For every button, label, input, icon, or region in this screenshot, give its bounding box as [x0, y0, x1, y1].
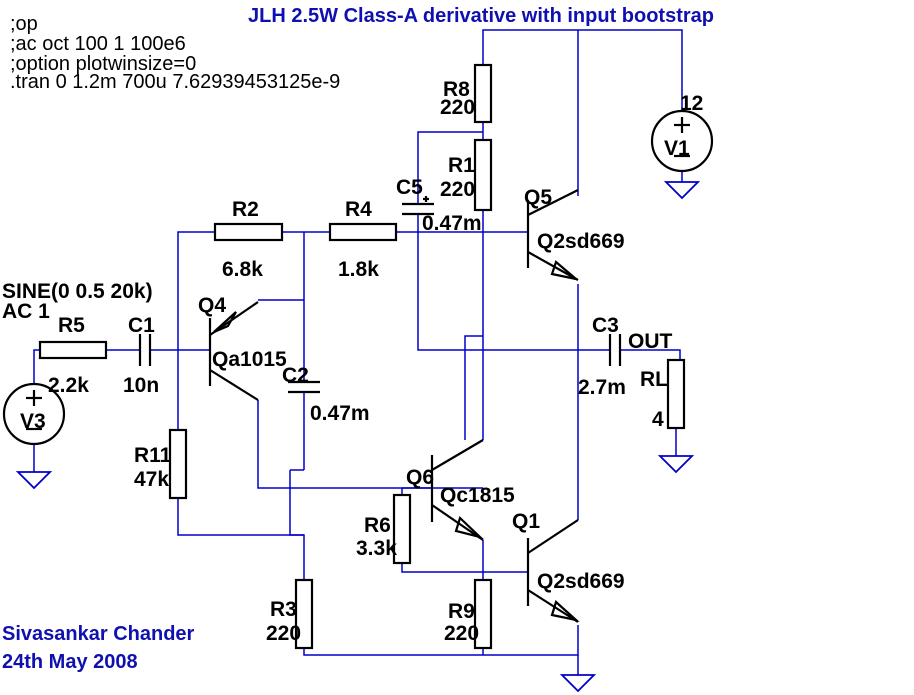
- label-q6-value: Qc1815: [440, 484, 515, 507]
- label-rl-name: RL: [640, 368, 668, 391]
- label-v3-value: SINE(0 0.5 20k): [2, 280, 153, 303]
- transistor-q5: [526, 189, 579, 281]
- label-r1-name: R1: [448, 154, 475, 177]
- spice-directives: ;op ;ac oct 100 1 100e6 ;option plotwins…: [10, 13, 340, 93]
- label-q4-name: Q4: [198, 294, 226, 317]
- directive-tran: .tran 0 1.2m 700u 7.62939453125e-9: [10, 71, 340, 93]
- transistor-q1: [526, 519, 580, 623]
- label-c2-value: 0.47m: [310, 402, 370, 425]
- label-v3-ac: AC 1: [2, 300, 50, 323]
- wire-q6-collector: [464, 335, 483, 440]
- directive-ac: ;ac oct 100 1 100e6: [10, 33, 186, 55]
- label-v3-name: V3: [20, 410, 46, 433]
- ground-icon-v1: [663, 181, 701, 200]
- resistor-r3: [294, 578, 314, 650]
- label-q1-name: Q1: [512, 510, 540, 533]
- label-r8-value: 220: [440, 96, 475, 119]
- label-r1-value: 220: [440, 178, 475, 201]
- ground-icon-rl: [657, 455, 695, 474]
- label-r2-value: 6.8k: [222, 258, 263, 281]
- capacitor-c3: [608, 334, 622, 366]
- capacitor-c5: [402, 196, 434, 216]
- label-q4-value: Qa1015: [212, 348, 287, 371]
- source-v3: [2, 382, 66, 446]
- wires: [33, 29, 683, 675]
- schematic-title: JLH 2.5W Class-A derivative with input b…: [248, 5, 714, 27]
- label-r3-value: 220: [266, 622, 301, 645]
- wire-r6-q1: [401, 563, 528, 573]
- label-rl-value: 4: [652, 408, 664, 431]
- wire-q4-collector: [257, 400, 483, 489]
- resistor-r2: [213, 222, 284, 242]
- label-c1-name: C1: [128, 314, 155, 337]
- resistor-r8: [473, 63, 493, 124]
- source-v1: [650, 109, 714, 173]
- resistor-r11: [168, 428, 188, 500]
- author-date: 24th May 2008: [2, 651, 138, 673]
- wire-v3-r5: [33, 349, 40, 385]
- label-r9-name: R9: [448, 600, 475, 623]
- label-c5-name: C5: [396, 176, 423, 199]
- transistor-q6: [430, 439, 484, 541]
- label-r5-value: 2.2k: [48, 374, 89, 397]
- label-q5-value: Q2sd669: [537, 230, 625, 253]
- label-r6-name: R6: [364, 514, 391, 537]
- capacitor-c1: [138, 334, 152, 366]
- resistors: [38, 63, 686, 650]
- label-r4-value: 1.8k: [338, 258, 379, 281]
- resistor-r4: [328, 222, 398, 242]
- author-name: Sivasankar Chander: [2, 623, 195, 645]
- capacitors: [138, 196, 622, 394]
- resistor-r5: [38, 340, 108, 360]
- transistor-q4: [208, 301, 259, 401]
- ground-icon-v3: [15, 471, 53, 490]
- label-r3-name: R3: [270, 598, 297, 621]
- label-r5-name: R5: [58, 314, 85, 337]
- label-r4-name: R4: [345, 198, 372, 221]
- label-r9-value: 220: [444, 622, 479, 645]
- directive-op: ;op: [10, 13, 38, 35]
- label-q1-value: Q2sd669: [537, 570, 625, 593]
- label-r11-value: 47k: [134, 468, 169, 491]
- label-c5-value: 0.47m: [422, 212, 482, 235]
- label-v1-name: V1: [664, 137, 690, 160]
- label-q6-name: Q6: [406, 466, 434, 489]
- label-c3-value: 2.7m: [578, 376, 626, 399]
- wire-r11-r3: [177, 498, 304, 536]
- wire-r3-top: [289, 470, 305, 580]
- label-out-net: OUT: [628, 330, 673, 353]
- resistor-r9: [473, 578, 493, 650]
- resistor-r1: [473, 138, 493, 212]
- label-r11-name: R11: [134, 444, 172, 467]
- label-r8-name: R8: [443, 78, 470, 101]
- label-c1-value: 10n: [123, 374, 159, 397]
- wire-c5-out: [417, 214, 610, 351]
- directive-option: ;option plotwinsize=0: [10, 53, 196, 75]
- capacitor-c2: [288, 380, 320, 394]
- label-q5-name: Q5: [524, 186, 552, 209]
- label-v1-value: 12: [680, 92, 703, 115]
- wire-supply-top: [482, 29, 683, 112]
- wire-c5-top: [417, 131, 483, 204]
- label-r6-value: 3.3k: [356, 537, 397, 560]
- label-c2-name: C2: [282, 364, 309, 387]
- resistor-rl: [666, 358, 686, 430]
- wire-ground-rail: [303, 625, 579, 656]
- ground-icon-main: [559, 674, 597, 693]
- label-c3-name: C3: [592, 314, 619, 337]
- label-r2-name: R2: [232, 198, 259, 221]
- resistor-r6: [392, 493, 412, 565]
- wire-r11-r2: [177, 231, 215, 430]
- wire-c3-rl: [620, 349, 681, 360]
